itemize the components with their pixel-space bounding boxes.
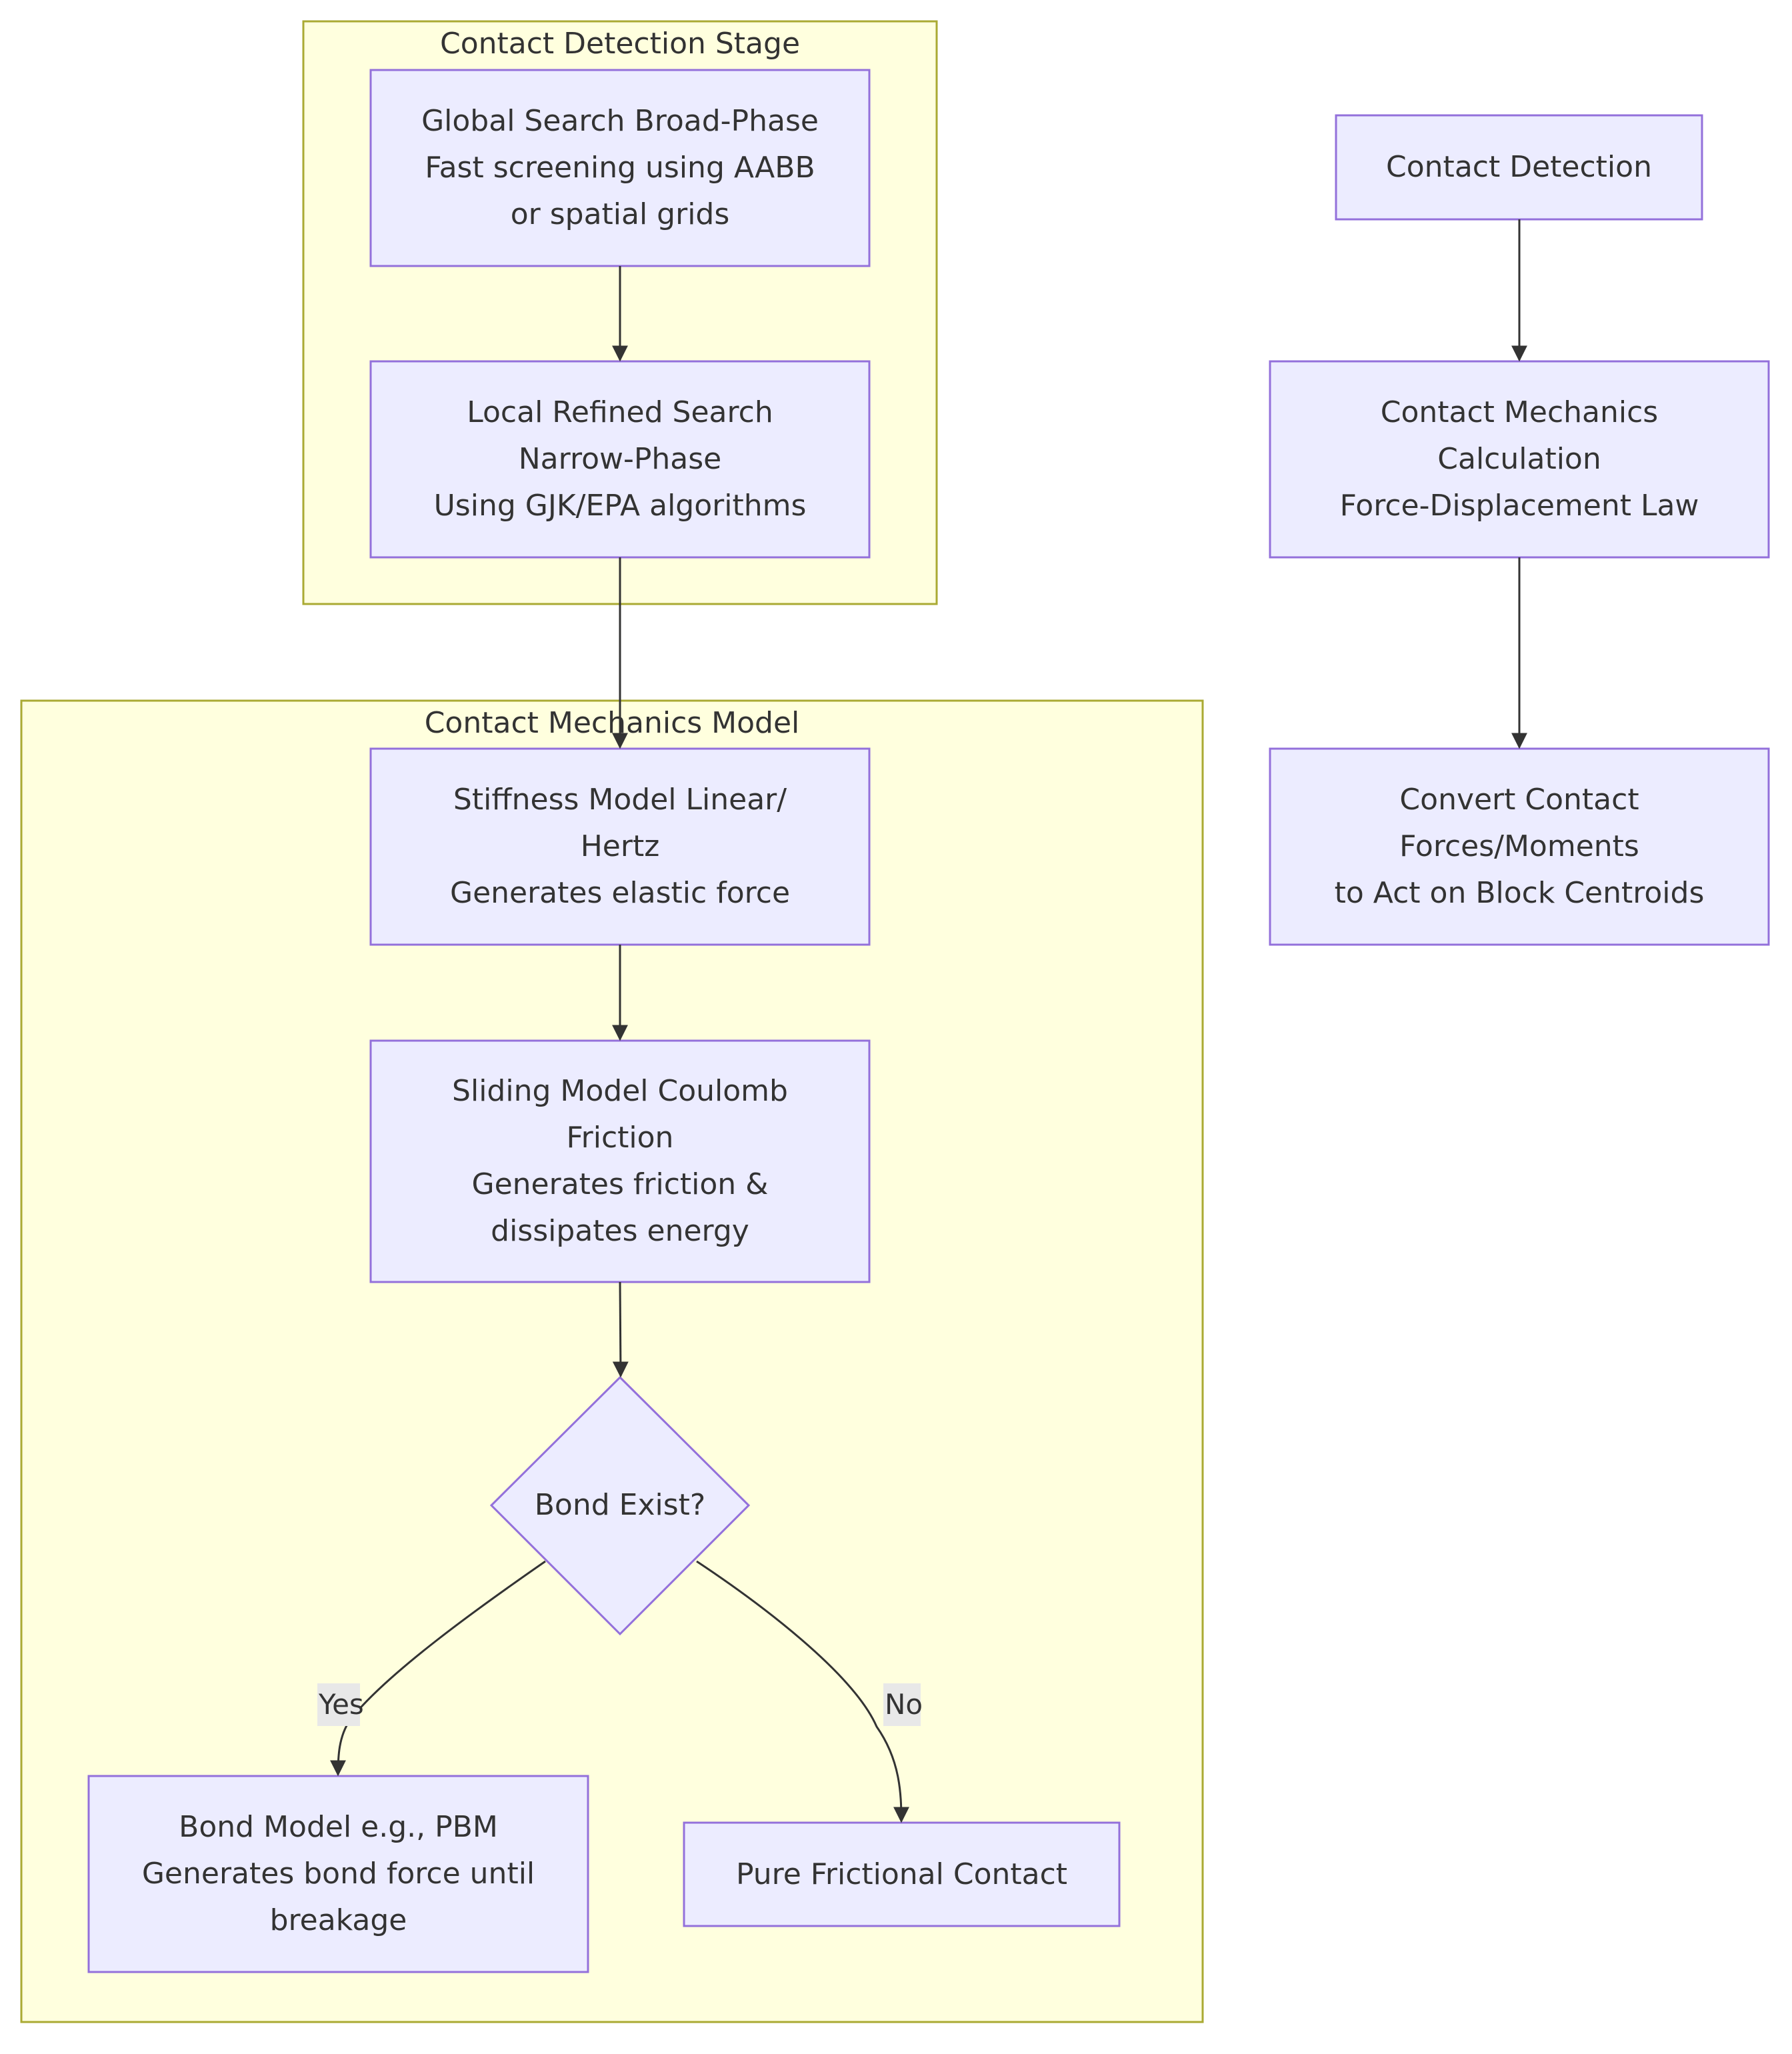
local-search-label: Local Refined Search Narrow-Phase Using … (371, 361, 869, 557)
edge-decision-no (696, 1560, 909, 1823)
pure-friction-node[interactable] (683, 1821, 1121, 1927)
pure-friction-label: Pure Frictional Contact (684, 1823, 1119, 1926)
stiffness-model-label: Stiffness Model Linear/ Hertz Generates … (371, 749, 869, 945)
convert-line-3: to Act on Block Centroids (1334, 876, 1705, 910)
pure-friction-text: Pure Frictional Contact (735, 1857, 1068, 1891)
bond-model-label: Bond Model e.g., PBM Generates bond forc… (89, 1776, 588, 1972)
sliding-line-3: Generates friction & (471, 1167, 769, 1201)
sliding-model-label: Sliding Model Coulomb Friction Generates… (371, 1041, 869, 1282)
calc-line-2: Calculation (1437, 442, 1601, 476)
local-search-node[interactable] (369, 360, 871, 559)
sliding-line-4: dissipates energy (491, 1214, 749, 1248)
stiffness-line-1: Stiffness Model Linear/ (453, 783, 787, 817)
contact-detection-label: Contact Detection (1336, 115, 1702, 219)
bond-model-node[interactable] (87, 1775, 589, 1973)
calc-line-1: Contact Mechanics (1380, 395, 1659, 429)
convert-line-1: Convert Contact (1399, 783, 1639, 817)
bond-exist-label: Bond Exist? (491, 1482, 749, 1529)
bond-model-line-1: Bond Model e.g., PBM (179, 1810, 498, 1844)
calc-line-3: Force-Displacement Law (1339, 489, 1699, 523)
local-search-line-3: Using GJK/EPA algorithms (433, 489, 807, 523)
local-search-line-1: Local Refined Search (467, 395, 773, 429)
contact-mechanics-calc-label: Contact Mechanics Calculation Force-Disp… (1270, 361, 1769, 557)
stiffness-line-3: Generates elastic force (449, 876, 791, 910)
edge-label-no: No (883, 1683, 923, 1726)
global-search-line-3: or spatial grids (510, 197, 730, 231)
edge-label-yes: Yes (317, 1683, 364, 1726)
sliding-line-2: Friction (566, 1121, 674, 1155)
convert-line-2: Forces/Moments (1399, 829, 1639, 863)
contact-detection-text: Contact Detection (1386, 150, 1652, 184)
convert-forces-node[interactable] (1269, 747, 1770, 946)
bond-model-line-2: Generates bond force until (141, 1857, 535, 1891)
edge-sliding-to-decision (612, 1281, 629, 1378)
stiffness-model-node[interactable] (369, 747, 871, 946)
local-search-line-2: Narrow-Phase (518, 442, 722, 476)
edge-decision-yes (330, 1560, 546, 1777)
mechanics-model-title: Contact Mechanics Model (424, 706, 800, 740)
sliding-line-1: Sliding Model Coulomb (452, 1074, 788, 1108)
global-search-line-1: Global Search Broad-Phase (421, 104, 819, 138)
detection-stage-title: Contact Detection Stage (439, 27, 801, 61)
bond-model-line-3: breakage (269, 1903, 407, 1937)
sliding-model-node[interactable] (369, 1039, 871, 1283)
stiffness-line-2: Hertz (580, 829, 660, 863)
global-search-label: Global Search Broad-Phase Fast screening… (371, 70, 869, 266)
convert-forces-label: Convert Contact Forces/Moments to Act on… (1270, 749, 1769, 945)
global-search-line-2: Fast screening using AABB (425, 151, 815, 185)
bond-exist-decision[interactable] (489, 1375, 751, 1636)
global-search-node[interactable] (369, 69, 871, 267)
bond-exist-text: Bond Exist? (534, 1488, 706, 1522)
